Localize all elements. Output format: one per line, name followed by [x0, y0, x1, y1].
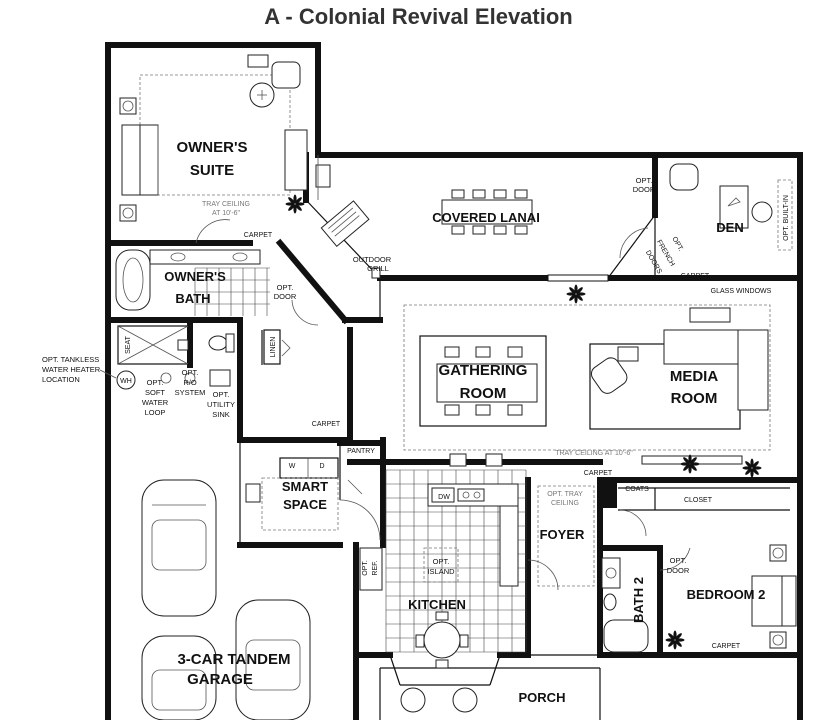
note-dryer: D [319, 463, 324, 470]
room-label-media-room-1: MEDIA [670, 368, 719, 385]
note-opt-utility-sink-1: OPT. [213, 390, 230, 399]
note-opt-door-lanai-2: DOOR [633, 185, 656, 194]
room-label-garage-1: 3-CAR TANDEM [177, 651, 290, 668]
room-label-garage-2: GARAGE [187, 671, 253, 688]
note-dw: DW [438, 494, 450, 501]
note-opt-door-bed-1: OPT. [670, 556, 687, 565]
note-opt-ref-1: OPT. [362, 560, 369, 576]
bath-2 [601, 509, 691, 653]
room-label-den: DEN [716, 220, 743, 235]
car-1 [141, 479, 217, 617]
note-opt-tankless-2: WATER HEATER [42, 365, 101, 374]
note-closet: CLOSET [684, 497, 713, 504]
note-tray-ceiling-suite-1: TRAY CEILING [202, 201, 250, 208]
note-coats: COATS [625, 486, 649, 493]
room-label-kitchen: KITCHEN [408, 597, 466, 612]
plant-icon [742, 458, 762, 478]
windows [396, 152, 764, 158]
plants [285, 194, 762, 650]
plant-icon [665, 630, 685, 650]
note-carpet-den: CARPET [681, 273, 710, 280]
note-opt-utility-sink-3: SINK [212, 410, 230, 419]
room-label-bath-2: BATH 2 [631, 577, 646, 623]
note-carpet-hall: CARPET [312, 421, 341, 428]
plant-icon [566, 284, 586, 304]
note-opt-door-bath-2: DOOR [274, 292, 297, 301]
kitchen [359, 453, 527, 713]
note-opt-door-lanai-1: OPT. [636, 176, 653, 185]
room-label-owners-suite-1: OWNER'S [176, 139, 247, 156]
room-label-smart-space-1: SMART [282, 479, 328, 494]
note-carpet-bedroom: CARPET [712, 643, 741, 650]
note-opt-built-in: OPT. BUILT-IN [783, 195, 790, 241]
note-opt-door-bath-1: OPT. [277, 283, 294, 292]
note-linen: LINEN [270, 337, 277, 358]
note-opt-ref-2: REF. [372, 560, 379, 575]
page-title: A - Colonial Revival Elevation [264, 4, 573, 29]
room-label-bedroom-2: BEDROOM 2 [687, 587, 766, 602]
note-opt-ro-3: SYSTEM [175, 388, 206, 397]
note-opt-soft-water-2: SOFT [145, 388, 165, 397]
note-opt-door-bed-2: DOOR [667, 566, 690, 575]
note-carpet-suite: CARPET [244, 232, 273, 239]
plant-icon [680, 454, 700, 474]
room-label-media-room-2: ROOM [671, 390, 718, 407]
owners-bath [115, 249, 319, 365]
room-label-owners-suite-2: SUITE [190, 162, 234, 179]
note-opt-ro-2: R/O [183, 378, 197, 387]
car-2 [235, 599, 311, 720]
note-opt-island-1: OPT. [433, 557, 450, 566]
note-opt-soft-water-3: WATER [142, 398, 169, 407]
gathering-media [403, 274, 771, 465]
note-opt-french-doors-1: OPT. [670, 236, 684, 253]
note-seat: SEAT [125, 335, 132, 353]
note-outdoor-grill-2: GRILL [367, 264, 389, 273]
room-label-gathering-room-1: GATHERING [439, 362, 528, 379]
note-opt-soft-water-4: LOOP [145, 408, 166, 417]
foyer [527, 485, 595, 591]
note-wh: WH [120, 378, 132, 385]
note-opt-tankless-3: LOCATION [42, 375, 80, 384]
note-opt-ro-1: OPT. [182, 368, 199, 377]
den [619, 163, 793, 259]
smart-space [245, 457, 381, 541]
note-washer: W [289, 463, 296, 470]
room-label-porch: PORCH [519, 690, 566, 705]
note-opt-french-doors-3: DOORS [644, 249, 663, 275]
note-glass-windows: GLASS WINDOWS [711, 288, 772, 295]
note-tray-ceiling-suite-2: AT 10'-6" [212, 210, 241, 217]
room-label-covered-lanai: COVERED LANAI [432, 210, 540, 225]
covered-lanai [315, 155, 533, 279]
bedroom-2 [751, 544, 797, 649]
room-label-owners-bath-2: BATH [175, 291, 210, 306]
note-pantry: PANTRY [347, 448, 375, 455]
note-opt-tankless-1: OPT. TANKLESS [42, 355, 99, 364]
note-opt-island-2: ISLAND [427, 567, 455, 576]
owners-suite [119, 54, 308, 244]
walls [105, 42, 803, 720]
note-opt-soft-water-1: OPT. [147, 378, 164, 387]
utility-area [99, 369, 231, 390]
garage [141, 479, 311, 720]
plant-icon [285, 194, 305, 214]
car-3 [141, 635, 217, 720]
note-opt-tray-ceiling-1: OPT. TRAY [547, 491, 583, 498]
room-label-gathering-room-2: ROOM [460, 385, 507, 402]
room-label-foyer: FOYER [540, 527, 585, 542]
note-tray-ceiling-gathering: TRAY CEILING AT 10'-6" [555, 450, 633, 457]
note-carpet-media: CARPET [584, 470, 613, 477]
note-outdoor-grill-1: OUTDOOR [353, 255, 392, 264]
room-label-smart-space-2: SPACE [283, 497, 327, 512]
room-label-owners-bath-1: OWNER'S [164, 269, 226, 284]
note-opt-tray-ceiling-2: CEILING [551, 500, 579, 507]
note-opt-utility-sink-2: UTILITY [207, 400, 235, 409]
